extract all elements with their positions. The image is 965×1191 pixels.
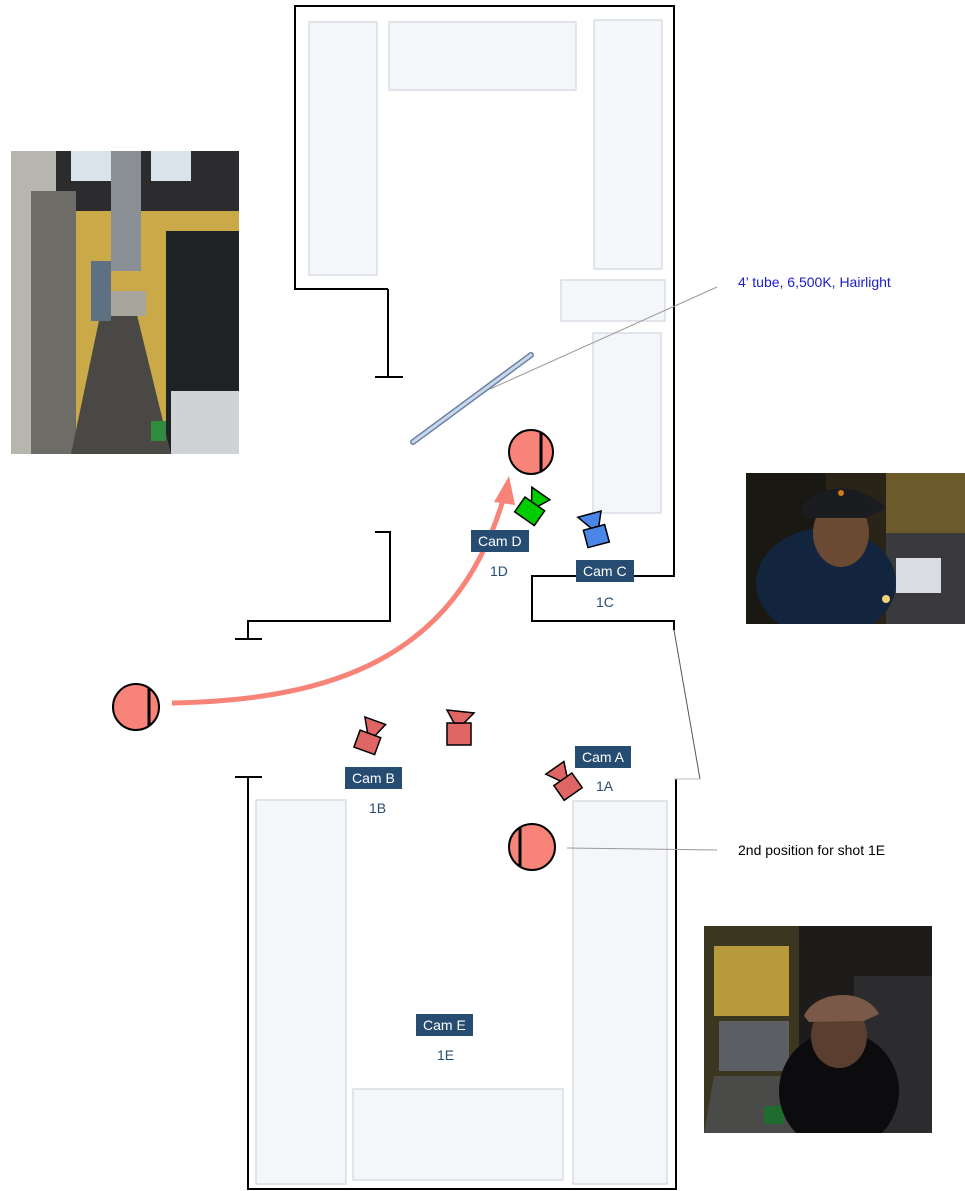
fixture-bottom-right-counter	[572, 800, 668, 1185]
cam-d-label: Cam D	[471, 530, 529, 552]
movement-arrow-icon	[171, 499, 506, 706]
subject-marker-icon	[508, 429, 554, 475]
second-position-note: 2nd position for shot 1E	[738, 842, 886, 858]
wall-bottom-room	[247, 777, 677, 1190]
cam-c-shot: 1C	[596, 594, 614, 610]
door-leaf	[673, 629, 701, 780]
fixture-top-left-counter	[308, 21, 378, 276]
second-position-leader-line	[566, 847, 718, 851]
cam-d-shot: 1D	[490, 563, 508, 579]
cam-e-shot: 1E	[437, 1047, 455, 1063]
light-note: 4’ tube, 6,500K, Hairlight	[738, 274, 891, 290]
cam-c-label: Cam C	[576, 560, 634, 582]
fixtures	[255, 19, 668, 1185]
light-leader-line	[489, 286, 718, 390]
fixture-top-right-counter	[593, 19, 663, 270]
cam-e-label: Cam E	[416, 1014, 473, 1036]
fixture-bottom-counter	[352, 1088, 564, 1181]
cam-a-shot: 1A	[596, 778, 614, 794]
kitchen-corridor-photo	[11, 151, 239, 454]
cam-b-label: Cam B	[345, 767, 402, 789]
cam-a-label: Cam A	[575, 746, 632, 768]
fixture-small-shelf	[560, 279, 666, 322]
cam-b-shot: 1B	[369, 800, 387, 816]
subject-marker-icon	[508, 823, 556, 871]
chef-low-angle-photo	[704, 926, 932, 1133]
fixture-bottom-left-counter	[255, 799, 347, 1185]
camera-icon	[513, 485, 552, 527]
walls	[235, 5, 677, 1190]
door-swing	[673, 629, 701, 780]
fixture-top-counter	[388, 21, 577, 91]
fixture-right-mid-counter	[592, 332, 662, 514]
camera-icon	[576, 510, 611, 549]
chef-closeup-photo	[746, 473, 965, 624]
camera-icon	[544, 760, 584, 802]
subject-marker-icon	[112, 683, 160, 731]
wall-mid-left	[247, 531, 391, 639]
movement-arrowhead	[494, 476, 515, 505]
tube-light-icon	[410, 352, 534, 445]
camera-icon	[352, 715, 387, 756]
wall-top-room	[294, 5, 675, 630]
camera-icon	[445, 709, 476, 746]
